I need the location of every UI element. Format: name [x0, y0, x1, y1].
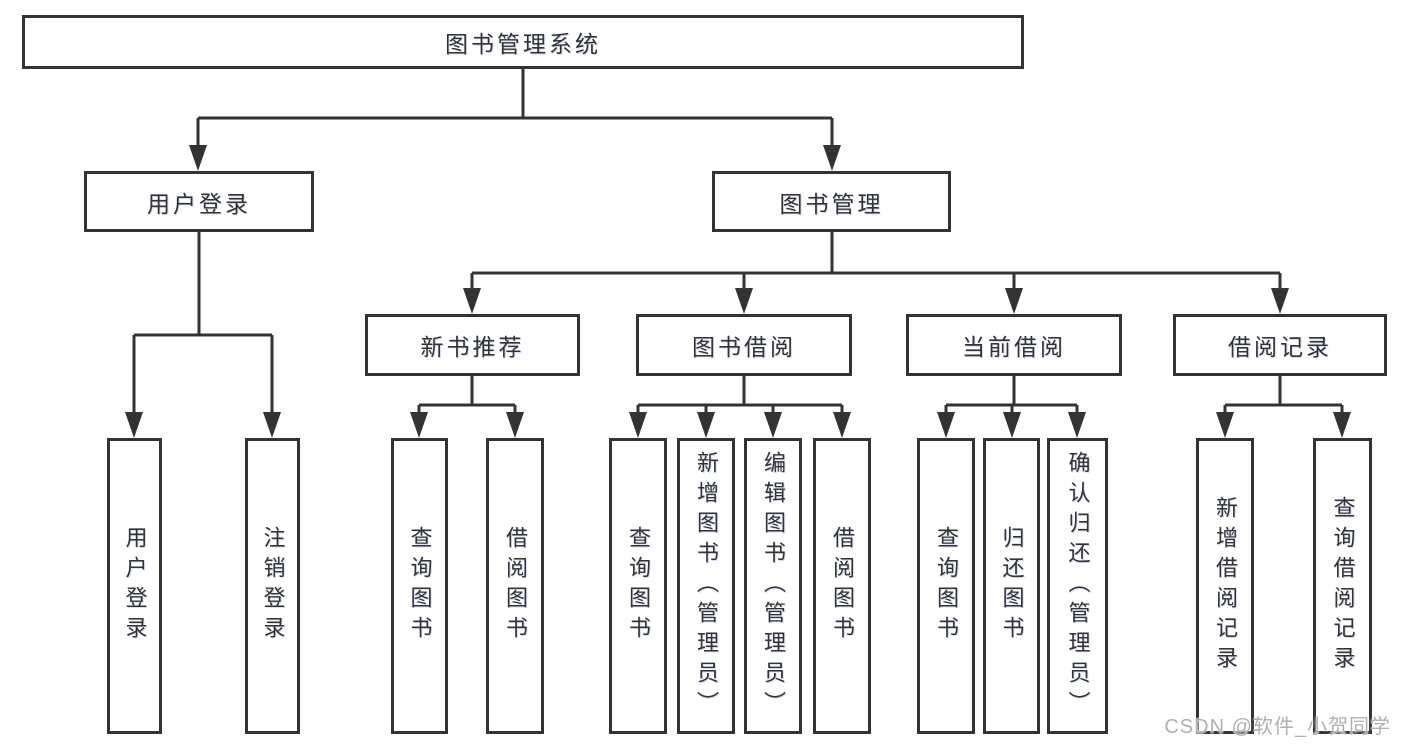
leaf-user-login-label: 用户登录 — [122, 526, 148, 646]
leaf-return-book: 归还图书 — [983, 438, 1040, 734]
leaf-logout-label: 注销登录 — [260, 526, 286, 646]
leaf-edit-book-admin-label: 编辑图书（管理员） — [761, 451, 786, 721]
node-root: 图书管理系统 — [22, 15, 1024, 69]
node-new-book-recommend: 新书推荐 — [365, 314, 580, 376]
leaf-add-borrow-record-label: 新增借阅记录 — [1213, 496, 1238, 676]
leaf-add-book-admin: 新增图书（管理员） — [677, 438, 735, 734]
node-book-borrow-label: 图书借阅 — [692, 334, 796, 360]
leaf-add-borrow-record: 新增借阅记录 — [1196, 438, 1254, 734]
node-user-login: 用户登录 — [84, 171, 314, 232]
leaf-query-book-1: 查询图书 — [391, 438, 448, 734]
leaf-query-book-1-label: 查询图书 — [407, 526, 433, 646]
node-current-borrow: 当前借阅 — [906, 314, 1122, 376]
node-book-management-label: 图书管理 — [779, 190, 884, 217]
node-borrow-records-label: 借阅记录 — [1228, 334, 1332, 360]
node-user-login-label: 用户登录 — [147, 190, 251, 217]
leaf-query-borrow-record: 查询借阅记录 — [1313, 438, 1372, 734]
node-borrow-records: 借阅记录 — [1173, 314, 1387, 376]
leaf-query-book-2-label: 查询图书 — [626, 526, 651, 646]
leaf-borrow-book-2-label: 借阅图书 — [830, 526, 855, 646]
leaf-query-book-3: 查询图书 — [917, 438, 975, 734]
leaf-confirm-return-admin-label: 确认归还（管理员） — [1065, 451, 1091, 721]
csdn-watermark: CSDN @软件_小贺同学 — [1164, 716, 1391, 738]
leaf-logout: 注销登录 — [245, 438, 300, 734]
node-book-management: 图书管理 — [712, 171, 951, 232]
leaf-user-login: 用户登录 — [107, 438, 162, 734]
leaf-query-book-3-label: 查询图书 — [934, 526, 959, 646]
leaf-borrow-book-1: 借阅图书 — [486, 438, 544, 734]
leaf-query-book-2: 查询图书 — [609, 438, 667, 734]
node-book-borrow: 图书借阅 — [636, 314, 852, 376]
leaf-edit-book-admin: 编辑图书（管理员） — [744, 438, 802, 734]
leaf-borrow-book-2: 借阅图书 — [813, 438, 871, 734]
leaf-add-book-admin-label: 新增图书（管理员） — [694, 451, 719, 721]
leaf-return-book-label: 归还图书 — [999, 526, 1025, 646]
node-current-borrow-label: 当前借阅 — [962, 334, 1066, 360]
node-new-book-recommend-label: 新书推荐 — [420, 334, 525, 360]
node-root-label: 图书管理系统 — [445, 31, 601, 57]
leaf-borrow-book-1-label: 借阅图书 — [503, 526, 528, 646]
leaf-confirm-return-admin: 确认归还（管理员） — [1047, 438, 1108, 734]
leaf-query-borrow-record-label: 查询借阅记录 — [1330, 496, 1356, 676]
